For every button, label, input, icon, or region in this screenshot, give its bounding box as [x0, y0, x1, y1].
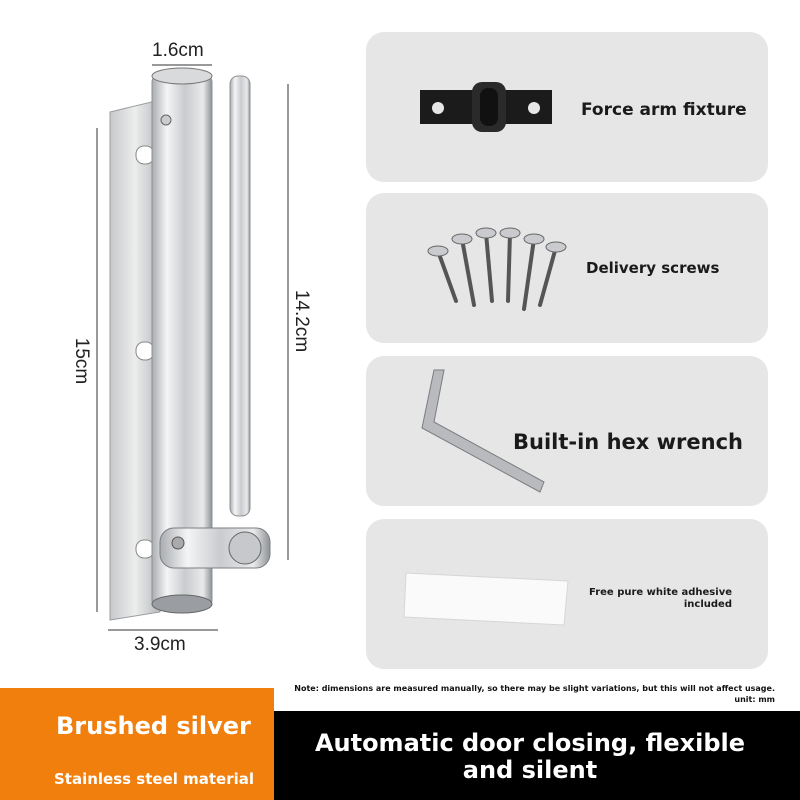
headline: Automatic door closing, flexible and sil…: [314, 729, 746, 784]
adhesive-strip-icon: [403, 572, 569, 626]
bracket-icon: [420, 82, 552, 132]
hex-wrench-icon: [421, 369, 545, 493]
accessory-label: Force arm fixture: [581, 100, 747, 120]
base-width-label: 3.9cm: [134, 634, 186, 655]
measurement-note: Note: dimensions are measured manually, …: [294, 684, 775, 704]
accessory-card-adhesive: Free pure white adhesive included: [366, 519, 768, 669]
material-label: Stainless steel material: [54, 770, 255, 788]
diameter-label: 1.6cm: [152, 40, 204, 61]
accessory-card-hex-wrench: Built-in hex wrench: [366, 356, 768, 506]
accessory-card-screws: Delivery screws: [366, 193, 768, 343]
door-closer-product: 1.6cm 15cm 14.2cm 3.9cm: [0, 0, 340, 680]
color-banner: [0, 688, 274, 800]
total-length-label: 15cm: [71, 337, 93, 385]
color-name: Brushed silver: [56, 712, 251, 740]
headline-banner: [274, 711, 800, 800]
door-closer-image: [96, 64, 289, 631]
accessory-label: Delivery screws: [586, 259, 720, 277]
screws-icon: [427, 227, 567, 311]
accessory-label: Free pure white adhesive included: [589, 587, 732, 610]
accessory-label: Built-in hex wrench: [513, 430, 743, 454]
rod-length-label: 14.2cm: [291, 289, 313, 353]
accessory-card-force-arm: Force arm fixture: [366, 32, 768, 182]
